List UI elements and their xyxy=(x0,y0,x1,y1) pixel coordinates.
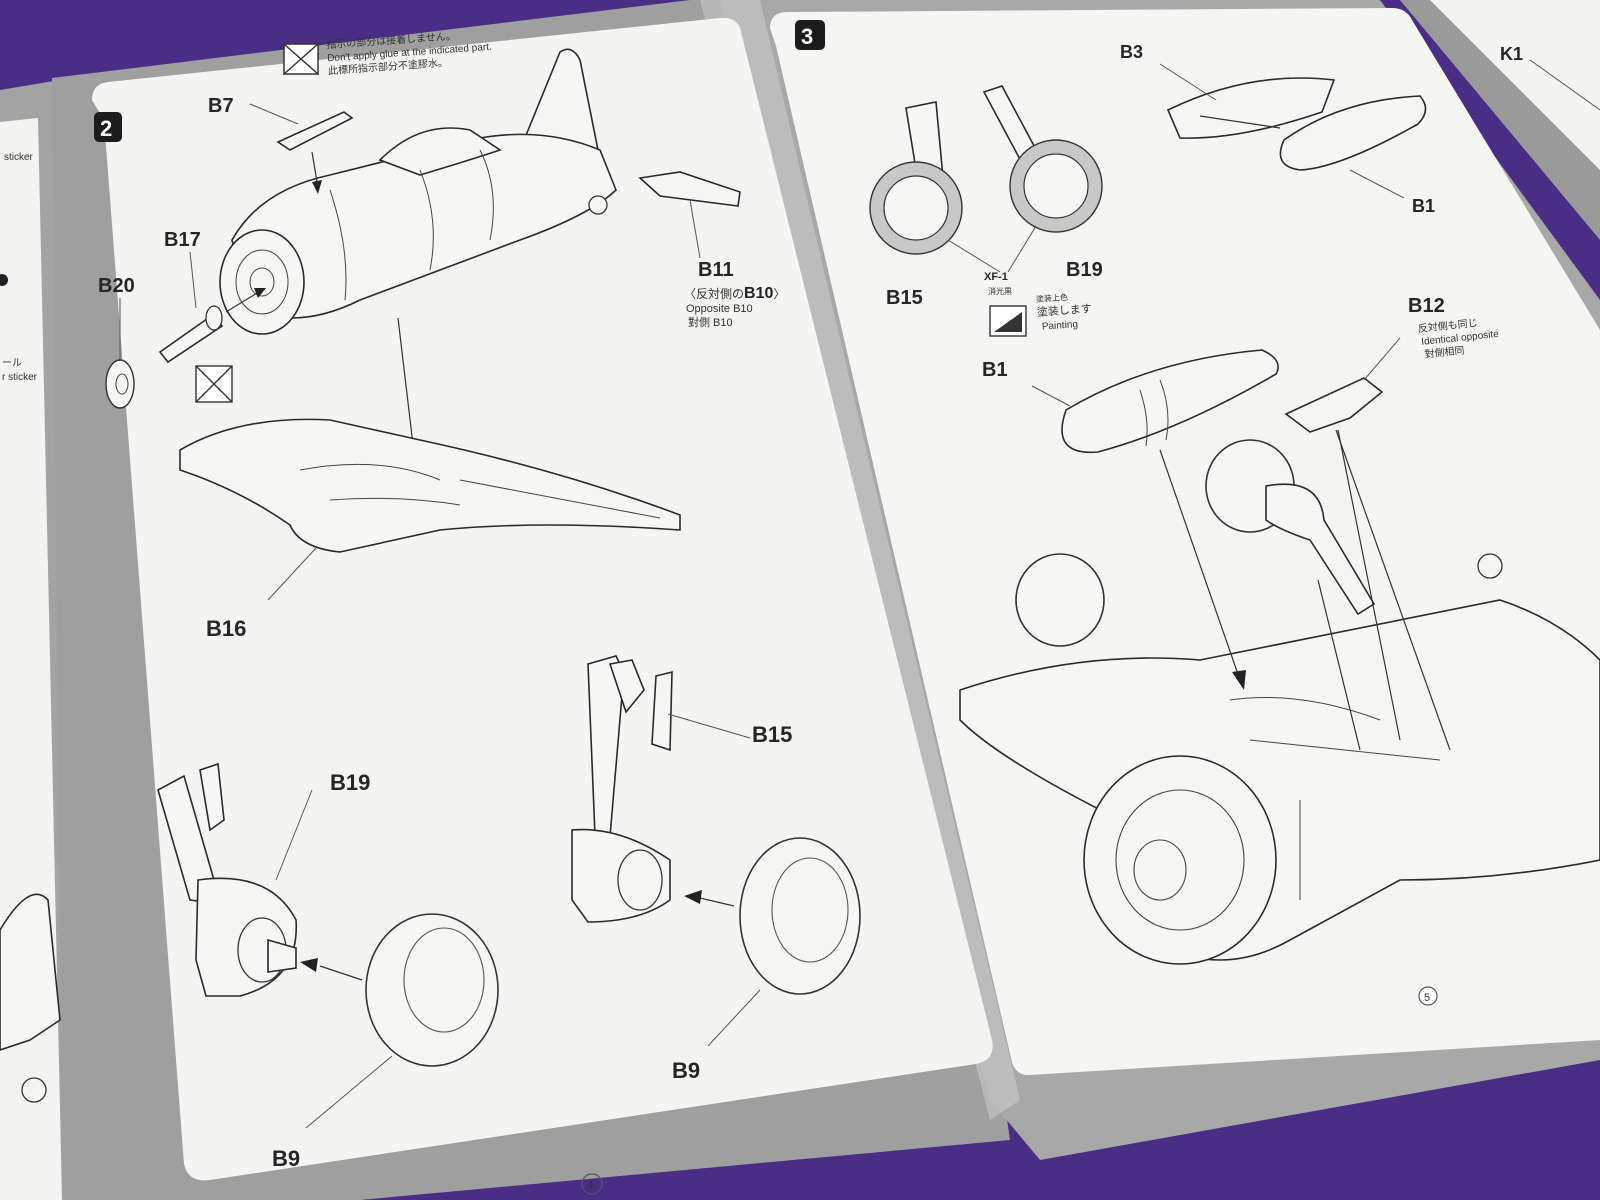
svg-text:4: 4 xyxy=(587,1178,594,1192)
label-b20: B20 xyxy=(98,275,135,297)
part-b7 xyxy=(276,111,354,151)
part-b1-top xyxy=(1279,95,1427,171)
painting-icon xyxy=(989,305,1027,337)
svg-text:對側相同: 對側相同 xyxy=(1424,344,1465,361)
part-b9-wheel-right xyxy=(739,837,861,995)
label-b15-right: B15 xyxy=(886,287,923,309)
label-b9-left: B9 xyxy=(272,1146,300,1171)
part-b20 xyxy=(105,359,135,409)
svg-text:5: 5 xyxy=(1424,992,1430,1004)
leftmost-fragment-top: sticker xyxy=(4,152,34,163)
label-b3: B3 xyxy=(1120,42,1143,62)
b11-note-cn: 對側 B10 xyxy=(688,315,733,329)
svg-text:2: 2 xyxy=(100,116,112,141)
label-xf1-sub: 消光黒 xyxy=(988,286,1012,296)
svg-text:塗装します: 塗装します xyxy=(1036,301,1092,319)
page-number-right: 5 xyxy=(1418,986,1438,1006)
label-b19-right: B19 xyxy=(1066,259,1103,281)
label-b15: B15 xyxy=(752,722,792,747)
label-b16: B16 xyxy=(206,616,246,641)
part-b15-painted xyxy=(869,101,963,255)
part-b19-leg-left xyxy=(157,762,297,997)
step-3-badge: 3 xyxy=(795,20,825,50)
leftmost-fragment-mid: r sticker xyxy=(2,372,38,383)
part-b17 xyxy=(158,305,224,364)
label-b9-right: B9 xyxy=(672,1058,700,1083)
svg-text:〈反対側のB10〉: 〈反対側のB10〉 xyxy=(684,285,785,302)
svg-text:塗装上色: 塗装上色 xyxy=(1036,292,1069,304)
part-b3 xyxy=(1166,77,1336,139)
airplane-underside xyxy=(959,553,1600,965)
label-b19: B19 xyxy=(330,770,370,795)
label-k1: K1 xyxy=(1500,44,1523,64)
b11-note: 〈反対側のB10〉 Opposite B10 對側 B10 xyxy=(684,285,785,329)
label-b12: B12 xyxy=(1408,295,1445,317)
step-2-badge: 2 xyxy=(94,112,122,142)
part-b1 xyxy=(1061,349,1279,454)
leftmost-fragment-jp: ール xyxy=(2,358,22,369)
leftmost-tail-drawing xyxy=(0,893,61,1051)
label-b1-top: B1 xyxy=(1412,196,1435,216)
fuselage-drawing xyxy=(219,48,617,335)
b11-note-en: Opposite B10 xyxy=(686,303,753,315)
label-xf1: XF-1 xyxy=(984,271,1008,283)
part-b9-wheel-left xyxy=(365,913,499,1067)
part-b16-wing xyxy=(179,418,681,553)
page-number-left: 4 xyxy=(581,1173,603,1195)
label-b1: B1 xyxy=(982,359,1008,381)
svg-text:Painting: Painting xyxy=(1042,319,1079,332)
main-landing-gear xyxy=(1015,439,1376,647)
part-b19-painted xyxy=(982,85,1103,233)
painting-note: 塗装上色 塗装します Painting xyxy=(1036,292,1093,333)
svg-text:3: 3 xyxy=(801,24,813,49)
label-b17: B17 xyxy=(164,229,201,251)
part-b11 xyxy=(638,171,741,207)
part-b15-leg-left xyxy=(571,655,673,923)
part-b12 xyxy=(1284,377,1384,433)
no-glue-icon xyxy=(283,43,319,75)
label-b7: B7 xyxy=(208,95,234,117)
leftmost-dot xyxy=(0,274,8,286)
no-glue-icon-2 xyxy=(195,365,233,403)
label-b11: B11 xyxy=(698,259,734,281)
